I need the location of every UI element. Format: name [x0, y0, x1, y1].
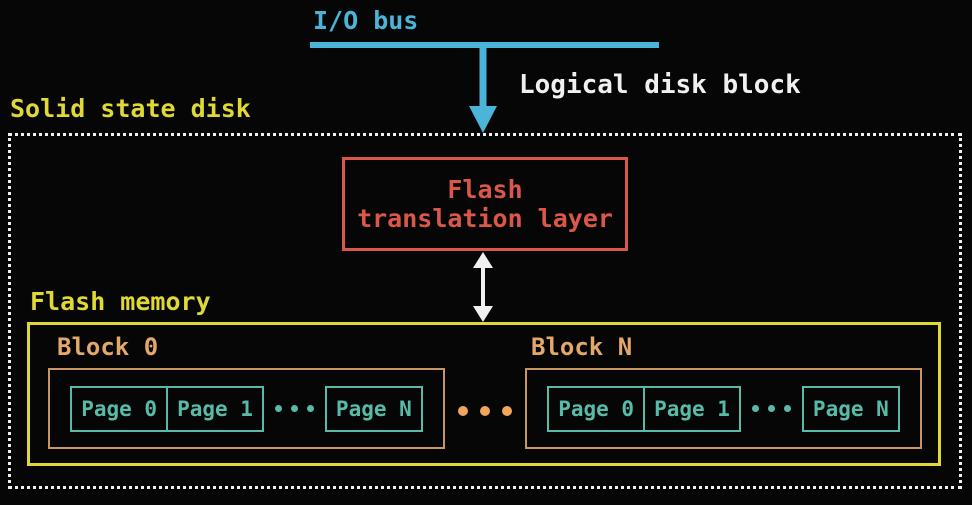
block-n-box: Page 0 Page 1 Page N	[525, 368, 922, 449]
ellipsis-icon	[274, 405, 314, 412]
ftl-label-line2: translation layer	[357, 204, 613, 233]
io-bus-line	[310, 42, 659, 48]
solid-state-disk-label: Solid state disk	[10, 94, 251, 123]
logical-disk-block-label: Logical disk block	[519, 70, 801, 100]
page-pair: Page 0 Page 1	[547, 385, 741, 432]
page-cell: Page 0	[70, 385, 169, 432]
page-cell: Page 0	[547, 385, 646, 432]
io-bus-label: I/O bus	[313, 6, 419, 35]
block-n-label: Block N	[531, 333, 633, 361]
page-pair: Page 0 Page 1	[70, 385, 264, 432]
ellipsis-icon	[751, 405, 791, 412]
block-0-label: Block 0	[57, 333, 159, 361]
page-cell: Page N	[324, 385, 423, 432]
double-arrow-icon	[473, 252, 493, 322]
flash-memory-box	[27, 322, 941, 466]
page-cell: Page 1	[166, 385, 264, 432]
flash-translation-layer-box: Flash translation layer	[342, 157, 628, 251]
ellipsis-icon	[458, 406, 512, 416]
page-cell: Page 1	[643, 385, 741, 432]
flash-memory-label: Flash memory	[30, 287, 211, 316]
ftl-label-line1: Flash	[447, 174, 523, 204]
down-arrow-icon	[469, 48, 497, 133]
block-0-box: Page 0 Page 1 Page N	[48, 368, 445, 449]
page-cell: Page N	[801, 385, 900, 432]
solid-state-disk-box	[8, 133, 962, 489]
